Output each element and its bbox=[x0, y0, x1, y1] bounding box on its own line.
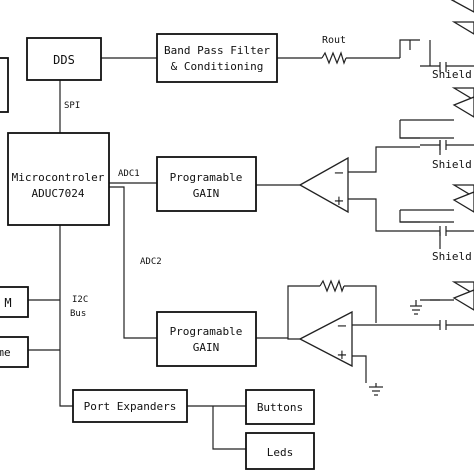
ground-icon bbox=[369, 383, 383, 396]
dds-label: DDS bbox=[53, 53, 75, 67]
i2c-label-2: Bus bbox=[70, 309, 86, 319]
left-block-top bbox=[0, 57, 9, 113]
buttons-block: Buttons bbox=[245, 389, 315, 425]
spi-label: SPI bbox=[64, 101, 80, 111]
micro-label-2: ADUC7024 bbox=[32, 187, 85, 200]
ground-icon-right bbox=[410, 300, 422, 315]
upper-op-amp: − + bbox=[298, 156, 349, 214]
lower-amp-minus: − bbox=[337, 319, 348, 334]
upper-amp-minus: − bbox=[334, 166, 345, 181]
adc2-label: ADC2 bbox=[140, 257, 162, 267]
gain1-block: Programable GAIN bbox=[156, 156, 257, 212]
rout-label: Rout bbox=[322, 35, 346, 46]
upper-amp-plus: + bbox=[334, 194, 345, 209]
gain2-block: Programable GAIN bbox=[156, 311, 257, 367]
left-block-2-label: me bbox=[0, 346, 11, 359]
adc1-label: ADC1 bbox=[118, 169, 140, 179]
port-expanders-block: Port Expanders bbox=[72, 389, 188, 423]
i2c-label-1: I2C bbox=[72, 295, 88, 305]
wiring bbox=[28, 39, 474, 450]
buttons-label: Buttons bbox=[257, 401, 303, 414]
micro-label-1: Microcontroler bbox=[12, 171, 105, 184]
shield-label-3: Shield bbox=[432, 250, 472, 263]
microcontroller-block: Microcontroler ADUC7024 bbox=[7, 132, 110, 226]
shield-label-1: Shield bbox=[432, 68, 472, 81]
bandpass-label-1: Band Pass Filter bbox=[164, 44, 270, 57]
right-amplifiers bbox=[400, 0, 474, 311]
left-block-1: M bbox=[0, 286, 29, 318]
rout-resistor-icon bbox=[321, 51, 347, 65]
lower-amp-plus: + bbox=[337, 348, 348, 363]
gain2-label-2: GAIN bbox=[193, 341, 220, 354]
leds-label: Leds bbox=[267, 446, 294, 459]
lower-op-amp: − + bbox=[298, 310, 353, 368]
port-expanders-label: Port Expanders bbox=[84, 400, 177, 413]
feedback-resistor-icon bbox=[319, 279, 345, 293]
left-block-2: me bbox=[0, 336, 29, 368]
capacitor-icons bbox=[420, 62, 474, 330]
shield-label-2: Shield bbox=[432, 158, 472, 171]
gain1-label-1: Programable bbox=[170, 171, 243, 184]
bandpass-block: Band Pass Filter & Conditioning bbox=[156, 33, 278, 83]
gain2-label-1: Programable bbox=[170, 325, 243, 338]
gain1-label-2: GAIN bbox=[193, 187, 220, 200]
dds-block: DDS bbox=[26, 37, 102, 81]
left-block-1-label: M bbox=[4, 296, 11, 310]
leds-block: Leds bbox=[245, 432, 315, 470]
bandpass-label-2: & Conditioning bbox=[171, 60, 264, 73]
